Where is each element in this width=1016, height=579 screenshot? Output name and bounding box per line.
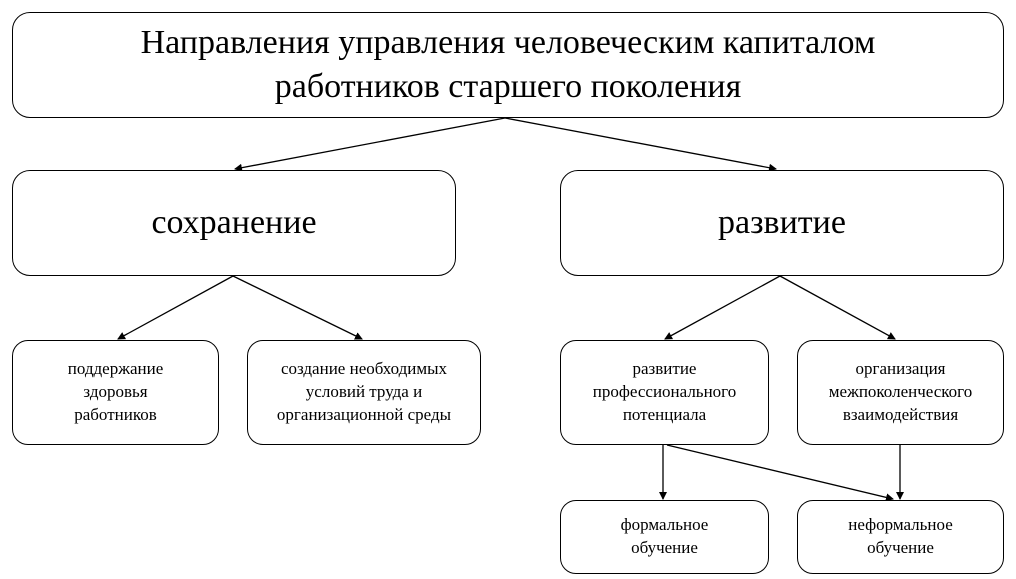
- arrow-professional-to-informal: [666, 444, 894, 502]
- intergenerational-label: организация межпоколенческого взаимодейс…: [828, 359, 973, 424]
- conditions-box: создание необходимых условий труда и орг…: [247, 340, 481, 445]
- preservation-label: сохранение: [151, 203, 317, 241]
- arrow-title-to-preservation: [234, 117, 506, 172]
- diagram-title: Направления управления человеческим капи…: [140, 23, 876, 105]
- formal-learning-label: формальное обучение: [620, 515, 709, 557]
- professional-box: развитие профессионального потенциала: [560, 340, 769, 445]
- development-box: развитие: [560, 170, 1004, 276]
- health-label: поддержание здоровья работников: [67, 359, 164, 424]
- arrow-development-to-intergenerational: [779, 275, 896, 340]
- diagram-title-box: Направления управления человеческим капи…: [12, 12, 1004, 118]
- arrow-development-to-professional: [664, 275, 781, 340]
- health-box: поддержание здоровья работников: [12, 340, 219, 445]
- development-label: развитие: [718, 203, 846, 241]
- intergenerational-box: организация межпоколенческого взаимодейс…: [797, 340, 1004, 445]
- arrow-title-to-development: [504, 117, 777, 172]
- formal-learning-box: формальное обучение: [560, 500, 769, 574]
- arrow-preservation-to-conditions: [232, 275, 363, 340]
- professional-label: развитие профессионального потенциала: [592, 359, 737, 424]
- informal-learning-box: неформальное обучение: [797, 500, 1004, 574]
- conditions-label: создание необходимых условий труда и орг…: [276, 359, 452, 424]
- preservation-box: сохранение: [12, 170, 456, 276]
- informal-learning-label: неформальное обучение: [848, 515, 953, 557]
- arrow-preservation-to-health: [117, 275, 234, 340]
